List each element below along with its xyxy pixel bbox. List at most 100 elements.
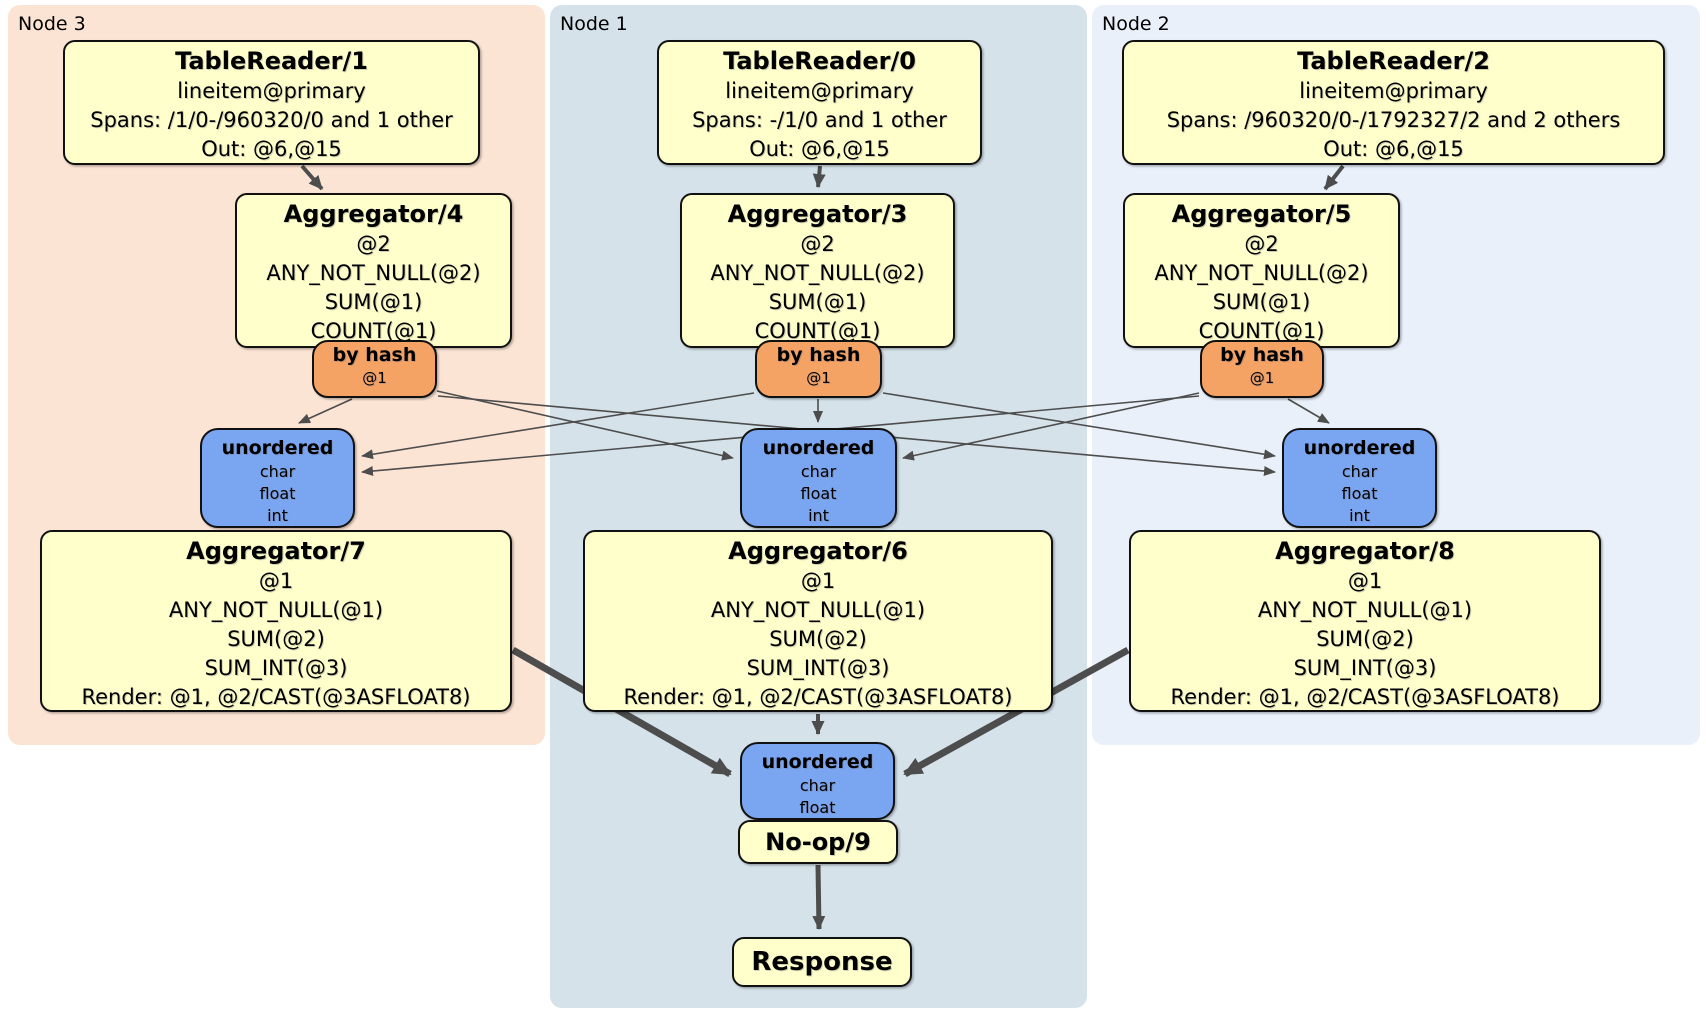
agg-func: SUM(@1) [324, 290, 423, 314]
agg-func: COUNT(@1) [310, 319, 437, 343]
sync-unordered-node1: unordered char float int [740, 428, 897, 528]
router-key: @1 [806, 369, 831, 387]
region-node3-label: Node 3 [18, 13, 86, 35]
processor-aggregator-8: Aggregator/8 @1 ANY_NOT_NULL(@1) SUM(@2)… [1129, 530, 1601, 712]
agg-group-cols: @1 [258, 569, 294, 593]
processor-spans: Spans: /1/0-/960320/0 and 1 other [90, 108, 453, 132]
router-title: by hash [332, 344, 417, 366]
sync-title: unordered [221, 437, 334, 459]
processor-out: Out: @6,@15 [201, 137, 342, 161]
processor-title: Aggregator/4 [283, 200, 464, 228]
agg-func: SUM(@1) [768, 290, 867, 314]
agg-group-cols: @1 [1347, 569, 1383, 593]
processor-tablereader-1: TableReader/1 lineitem@primary Spans: /1… [63, 40, 480, 165]
agg-func: ANY_NOT_NULL(@2) [1154, 261, 1369, 285]
processor-response: Response [732, 937, 912, 987]
edge-hash1-un3 [361, 392, 755, 460]
edge-hash3-un3 [298, 398, 353, 424]
processor-title: No-op/9 [765, 827, 871, 856]
sync-type: float [1341, 484, 1378, 503]
processor-aggregator-3: Aggregator/3 @2 ANY_NOT_NULL(@2) SUM(@1)… [680, 193, 955, 348]
sync-title: unordered [1303, 437, 1416, 459]
edge-tr0-agg3 [812, 165, 826, 188]
router-by-hash-node2: by hash @1 [1200, 340, 1324, 398]
sync-unordered-node3: unordered char float int [200, 428, 355, 528]
sync-type: char [259, 462, 296, 481]
edge-hash2-un1 [902, 392, 1200, 461]
sync-unordered-final: unordered char float [740, 742, 895, 820]
router-title: by hash [776, 344, 861, 366]
edge-tr2-agg5 [1323, 164, 1345, 191]
sync-unordered-node2: unordered char float int [1282, 428, 1437, 528]
agg-func: SUM_INT(@3) [746, 656, 890, 680]
agg-func: SUM_INT(@3) [1293, 656, 1437, 680]
agg-group-cols: @2 [800, 232, 835, 256]
processor-title: Aggregator/7 [186, 537, 366, 565]
sync-type: float [259, 484, 296, 503]
router-key: @1 [362, 369, 387, 387]
agg-func: COUNT(@1) [754, 319, 881, 343]
edge-hash2-un2 [1287, 398, 1330, 424]
router-key: @1 [1249, 369, 1275, 387]
processor-title: Aggregator/5 [1171, 200, 1352, 228]
agg-func: ANY_NOT_NULL(@2) [710, 261, 925, 285]
edge-noop-response [812, 864, 826, 930]
agg-render: Render: @1, @2/CAST(@3ASFLOAT8) [81, 685, 471, 709]
processor-tablereader-2: TableReader/2 lineitem@primary Spans: /9… [1122, 40, 1665, 165]
router-by-hash-node3: by hash @1 [312, 340, 437, 398]
edge-agg8-unfinal [903, 646, 1130, 778]
sync-type: float [799, 798, 836, 817]
edge-hash3-un1 [436, 390, 734, 461]
edge-hash1-un2 [882, 392, 1276, 460]
processor-out: Out: @6,@15 [749, 137, 890, 161]
processor-title: TableReader/0 [723, 47, 916, 75]
agg-func: SUM_INT(@3) [204, 656, 348, 680]
processor-tablereader-0: TableReader/0 lineitem@primary Spans: -/… [657, 40, 982, 165]
agg-group-cols: @2 [1244, 232, 1279, 256]
agg-func: ANY_NOT_NULL(@1) [168, 598, 384, 622]
processor-out: Out: @6,@15 [1323, 137, 1464, 161]
region-node1-label: Node 1 [560, 13, 628, 35]
agg-func: ANY_NOT_NULL(@1) [1257, 598, 1473, 622]
sync-title: unordered [762, 437, 875, 459]
processor-index: lineitem@primary [177, 79, 366, 103]
processor-aggregator-5: Aggregator/5 @2 ANY_NOT_NULL(@2) SUM(@1)… [1123, 193, 1400, 348]
sync-type: int [1349, 506, 1370, 525]
processor-title: Aggregator/6 [728, 537, 908, 565]
router-by-hash-node1: by hash @1 [755, 340, 882, 398]
sync-title: unordered [761, 751, 874, 773]
sync-type: char [1341, 462, 1378, 481]
edge-tr1-agg4 [300, 164, 324, 191]
agg-func: COUNT(@1) [1198, 319, 1325, 343]
agg-group-cols: @2 [356, 232, 391, 256]
processor-aggregator-6: Aggregator/6 @1 ANY_NOT_NULL(@1) SUM(@2)… [583, 530, 1053, 712]
processor-index: lineitem@primary [1299, 79, 1488, 103]
processor-spans: Spans: -/1/0 and 1 other [692, 108, 947, 132]
processor-index: lineitem@primary [725, 79, 914, 103]
sync-type: int [267, 506, 288, 525]
sync-type: int [808, 506, 829, 525]
sync-type: char [799, 776, 836, 795]
agg-func: SUM(@2) [769, 627, 867, 651]
agg-func: SUM(@2) [1316, 627, 1414, 651]
processor-title: Aggregator/3 [727, 200, 908, 228]
processor-title: Aggregator/8 [1275, 537, 1455, 565]
processor-title: TableReader/1 [175, 47, 368, 75]
processor-aggregator-7: Aggregator/7 @1 ANY_NOT_NULL(@1) SUM(@2)… [40, 530, 512, 712]
agg-func: ANY_NOT_NULL(@2) [266, 261, 481, 285]
agg-group-cols: @1 [800, 569, 836, 593]
processor-title: Response [751, 946, 893, 977]
agg-func: ANY_NOT_NULL(@1) [710, 598, 926, 622]
sync-type: char [800, 462, 837, 481]
processor-title: TableReader/2 [1297, 47, 1490, 75]
region-node2-label: Node 2 [1102, 13, 1170, 35]
processor-aggregator-4: Aggregator/4 @2 ANY_NOT_NULL(@2) SUM(@1)… [235, 193, 512, 348]
router-title: by hash [1220, 344, 1304, 366]
agg-func: SUM(@1) [1212, 290, 1311, 314]
processor-spans: Spans: /960320/0-/1792327/2 and 2 others [1166, 108, 1621, 132]
agg-render: Render: @1, @2/CAST(@3ASFLOAT8) [1170, 685, 1560, 709]
sync-type: float [800, 484, 837, 503]
processor-noop-9: No-op/9 [738, 820, 898, 864]
agg-render: Render: @1, @2/CAST(@3ASFLOAT8) [623, 685, 1013, 709]
